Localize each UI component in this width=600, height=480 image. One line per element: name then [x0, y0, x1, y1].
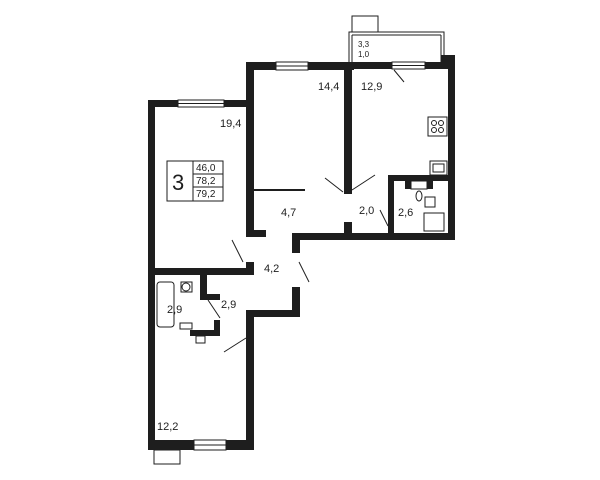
- bathroom-right-area: 2,6: [398, 207, 413, 219]
- stove-icon: [427, 116, 448, 137]
- balcony-area-label: 3,3: [358, 40, 370, 49]
- total-area-with-balcony: 79,2: [196, 189, 216, 200]
- toilet-left-icon: [181, 282, 191, 292]
- doors: [207, 69, 405, 353]
- room-count: 3: [172, 170, 184, 195]
- door-entrance: [298, 261, 310, 283]
- corridor-left-area: 2,9: [221, 299, 236, 311]
- living-room-area: 19,4: [220, 118, 241, 130]
- area-summary-badge: 3 46,0 78,2 79,2: [166, 160, 224, 202]
- balcony-coef-label: 1,0: [358, 50, 370, 59]
- door-bathroom-left: [207, 299, 221, 319]
- door-bedroom-bottom: [223, 337, 247, 353]
- bathtub-icon: [156, 281, 175, 328]
- door-kitchen: [351, 174, 376, 191]
- shower-icon: [424, 196, 436, 208]
- toilet-right-icon: [415, 190, 423, 202]
- door-balcony: [393, 69, 405, 83]
- windows: [153, 61, 426, 465]
- living-area-total: 46,0: [196, 163, 216, 174]
- washing-machine-icon: [423, 212, 445, 232]
- door-living: [231, 239, 244, 263]
- washbasin-left-icon: [179, 322, 193, 330]
- room-labels: 3,3 1,0 14,4 12,9 19,4 4,7 2,0 2,6 4,2 2…: [157, 40, 413, 433]
- bedroom-top-area: 14,4: [318, 81, 339, 93]
- bottom-vent: [153, 449, 181, 465]
- bathroom-left-area: 2,9: [167, 304, 182, 316]
- door-bathroom-right: [379, 209, 389, 227]
- balcony-vent: [351, 15, 379, 33]
- bedroom-bottom-area: 12,2: [157, 421, 178, 433]
- kitchen-area: 12,9: [361, 81, 382, 93]
- total-area: 78,2: [196, 176, 216, 187]
- washbasin-icon: [410, 180, 428, 190]
- fixtures: [156, 116, 448, 344]
- hall-area: 4,2: [264, 263, 279, 275]
- door-bedroom-top: [324, 177, 344, 193]
- corridor-top-area: 4,7: [281, 207, 296, 219]
- hall-kitchen-area: 2,0: [359, 205, 374, 217]
- walls: [148, 55, 455, 450]
